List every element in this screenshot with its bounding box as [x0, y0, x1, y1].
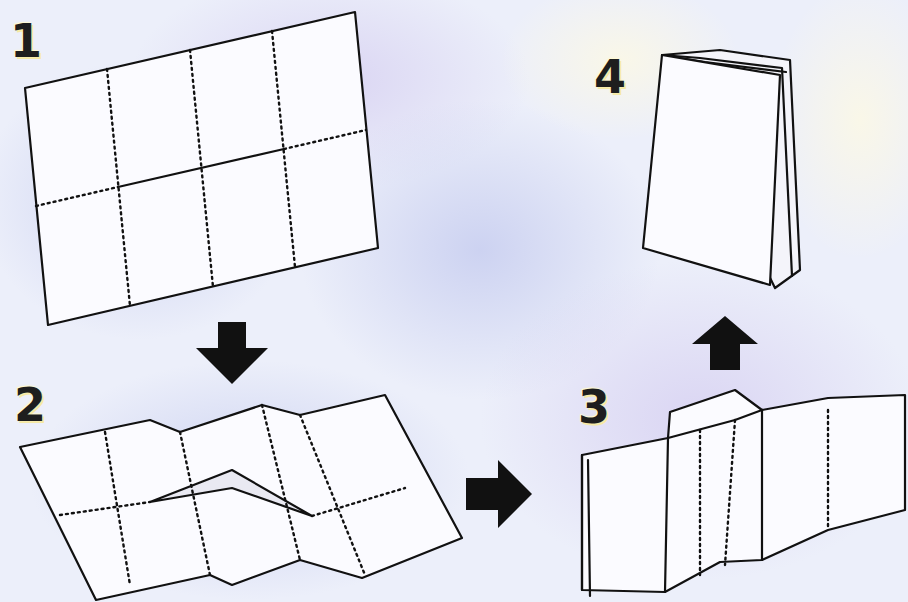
step-number: 4 [594, 54, 626, 100]
step-number: 2 [14, 382, 46, 428]
accordion-fold [582, 390, 905, 596]
zigzag-sheet [20, 395, 462, 600]
flat-sheet [25, 12, 378, 325]
step-number: 3 [578, 384, 610, 430]
step-number: 1 [10, 18, 42, 64]
step-arrows [196, 316, 758, 528]
booklet [643, 50, 800, 288]
